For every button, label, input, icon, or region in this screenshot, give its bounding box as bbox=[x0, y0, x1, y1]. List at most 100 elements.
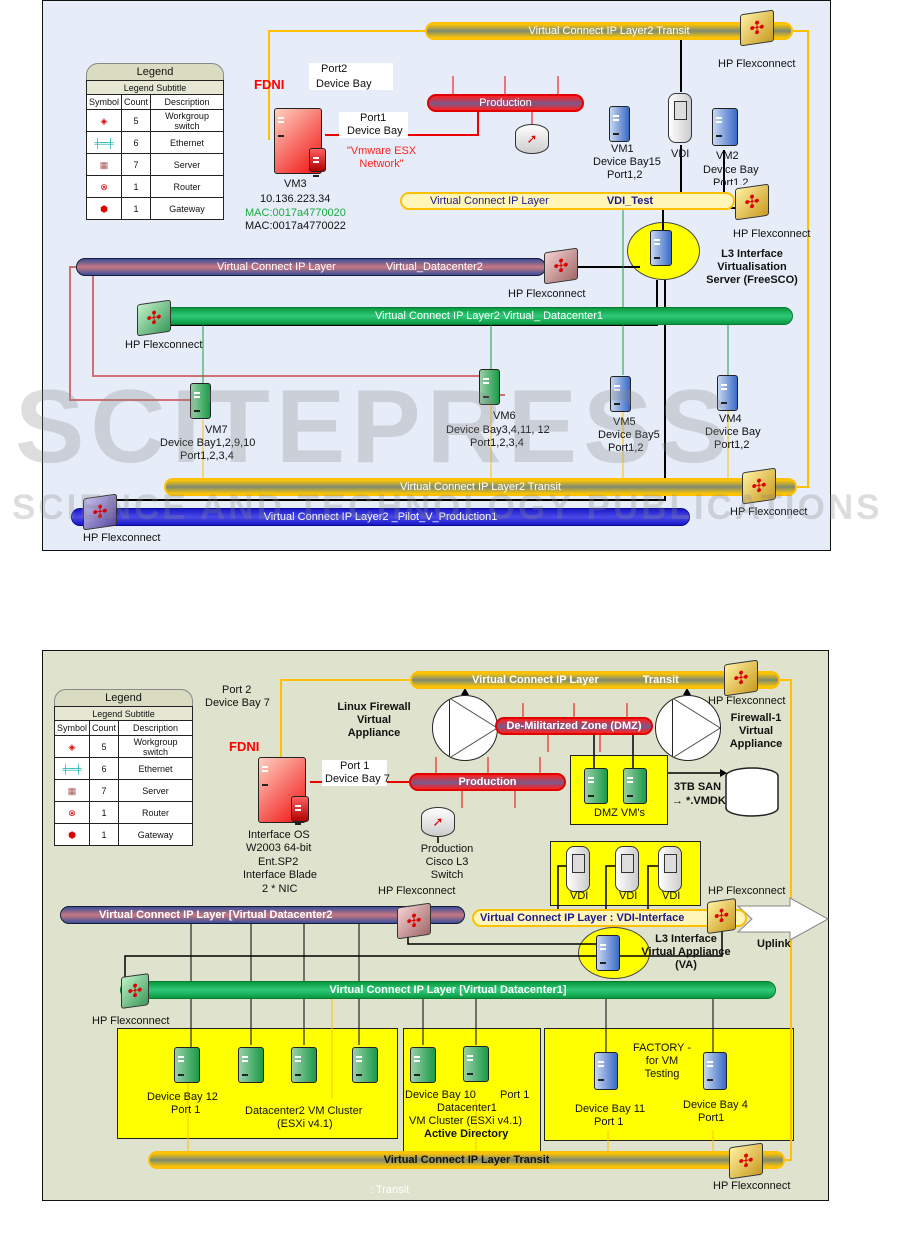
server-icon[interactable] bbox=[703, 1052, 727, 1090]
factory-label: FACTORY - for VM Testing bbox=[632, 1042, 692, 1080]
linux-firewall-icon[interactable] bbox=[432, 695, 498, 761]
vm4-name: VM4 bbox=[719, 413, 742, 425]
vm5-port: Port1,2 bbox=[608, 442, 644, 454]
flexconnect-switch-icon[interactable]: ✣ bbox=[735, 183, 769, 221]
vdi-label: VDI bbox=[662, 890, 681, 902]
flexconnect-switch-icon[interactable]: ✣ bbox=[121, 973, 149, 1009]
box1-bay: Device Bay 12 bbox=[147, 1091, 218, 1103]
box3-port11: Port 1 bbox=[594, 1116, 624, 1128]
flexconnect-switch-icon[interactable]: ✣ bbox=[137, 299, 171, 337]
server-icon[interactable] bbox=[291, 1047, 317, 1083]
device-bay-label: Device Bay bbox=[347, 125, 403, 137]
legend-col: Symbol bbox=[53, 720, 91, 736]
legend-count: 1 bbox=[89, 801, 120, 824]
legend-col: Description bbox=[118, 720, 193, 736]
flexconnect-switch-icon[interactable]: ✣ bbox=[724, 659, 758, 697]
vm7-server-icon[interactable] bbox=[190, 383, 211, 419]
pipe-pilot-production: Virtual Connect IP Layer2 _Pilot_V_Produ… bbox=[71, 508, 690, 526]
server-icon[interactable] bbox=[410, 1047, 436, 1083]
router-icon: ⊗ bbox=[53, 801, 91, 824]
flexconnect-label: HP Flexconnect bbox=[508, 288, 586, 300]
server-icon[interactable] bbox=[238, 1047, 264, 1083]
vm7-port: Port1,2,3,4 bbox=[180, 450, 234, 462]
box3-bay11: Device Bay 11 bbox=[575, 1103, 646, 1115]
interface-os-line: Interface OS bbox=[248, 829, 310, 841]
transit-label-a: Virtual Connect IP Layer bbox=[472, 674, 599, 686]
dmz-vm-server-icon[interactable] bbox=[623, 768, 647, 804]
vm4-server-icon[interactable] bbox=[717, 375, 738, 411]
vm1-name: VM1 bbox=[611, 143, 634, 155]
vmdk-label: → *.VMDK bbox=[672, 795, 726, 807]
dmz-vm-server-icon[interactable] bbox=[584, 768, 608, 804]
port1-label-box: Port 1 Device Bay 7 bbox=[322, 760, 390, 786]
vm3-mac1: MAC:0017a4770020 bbox=[245, 207, 346, 219]
vdi-pipe-label: Virtual Connect IP Layer bbox=[430, 195, 549, 207]
flexconnect-switch-icon[interactable]: ✣ bbox=[729, 1142, 763, 1180]
l3-server-icon[interactable] bbox=[650, 230, 672, 266]
firewall1-label: Firewall-1 Virtual Appliance bbox=[729, 712, 783, 750]
vm2-name: VM2 bbox=[716, 150, 739, 162]
pipe-transit-bottom: Virtual Connect IP Layer2 Transit bbox=[164, 478, 797, 496]
pipe-production: Production bbox=[409, 773, 566, 791]
vdi-device-icon[interactable] bbox=[615, 846, 639, 892]
flexconnect-switch-icon[interactable]: ✣ bbox=[742, 467, 776, 505]
legend-count: 1 bbox=[89, 823, 120, 846]
vdi-device-icon[interactable] bbox=[658, 846, 682, 892]
router-icon[interactable]: ➚ bbox=[515, 124, 549, 154]
legend-description: Workgroup switch bbox=[118, 735, 193, 758]
vdi-label: VDI bbox=[671, 148, 690, 160]
vdi-device-icon[interactable] bbox=[566, 846, 590, 892]
flexconnect-label: HP Flexconnect bbox=[125, 339, 203, 351]
server-icon[interactable] bbox=[594, 1052, 618, 1090]
pipe-vdi-test: Virtual Connect IP Layer VDI_Test bbox=[400, 192, 735, 210]
dc2-pipe-label-b: Virtual_Datacenter2 bbox=[385, 261, 483, 273]
legend-col: Count bbox=[121, 94, 152, 110]
factory-box bbox=[544, 1028, 794, 1141]
vdi-label: VDI bbox=[570, 890, 589, 902]
port1-label-box: Port1 Device Bay bbox=[339, 112, 408, 138]
vm6-bay: Device Bay3,4,11, 12 bbox=[446, 424, 550, 436]
flexconnect-label: HP Flexconnect bbox=[83, 532, 161, 544]
pipe-transit-top: Virtual Connect IP Layer Transit bbox=[410, 671, 780, 689]
esx-network-label: "Vmware ESX Network" bbox=[346, 145, 417, 170]
l3-server-icon[interactable] bbox=[596, 935, 620, 971]
vm6-server-icon[interactable] bbox=[479, 369, 500, 405]
flexconnect-switch-icon[interactable]: ✣ bbox=[83, 493, 117, 531]
pipe-transit-top: Virtual Connect IP Layer2 Transit bbox=[425, 22, 793, 40]
vdi-device-icon[interactable] bbox=[668, 93, 692, 143]
pipe-vdi-interface: Virtual Connect IP Layer : VDI-Interface bbox=[472, 909, 747, 927]
router-icon: ⊗ bbox=[85, 175, 123, 198]
flexconnect-switch-icon[interactable]: ✣ bbox=[544, 247, 578, 285]
legend-description: Ethernet bbox=[150, 131, 224, 154]
server-icon: ▦ bbox=[53, 779, 91, 802]
vm5-server-icon[interactable] bbox=[610, 376, 631, 412]
flexconnect-label: HP Flexconnect bbox=[708, 695, 786, 707]
fdni-label: FDNI bbox=[229, 739, 260, 754]
flexconnect-switch-icon[interactable]: ✣ bbox=[740, 9, 774, 47]
box2-dc: Datacenter1 bbox=[437, 1102, 497, 1114]
flexconnect-switch-icon[interactable]: ✣ bbox=[397, 902, 431, 940]
legend-count: 5 bbox=[89, 735, 120, 758]
pipe-datacenter1: Virtual Connect IP Layer2 Virtual_ Datac… bbox=[155, 307, 793, 325]
vm5-name: VM5 bbox=[613, 416, 636, 428]
vm1-port: Port1,2 bbox=[607, 169, 643, 181]
vm1-server-icon[interactable] bbox=[609, 106, 630, 142]
vm2-server-icon[interactable] bbox=[712, 108, 738, 146]
active-directory-server-icon[interactable] bbox=[463, 1046, 489, 1082]
box1-port: Port 1 bbox=[171, 1104, 201, 1116]
server-icon[interactable] bbox=[174, 1047, 200, 1083]
gateway-icon bbox=[291, 796, 309, 822]
router-icon[interactable]: ➚ bbox=[421, 807, 455, 837]
server-icon[interactable] bbox=[352, 1047, 378, 1083]
legend-count: 6 bbox=[89, 757, 120, 780]
legend-description: Gateway bbox=[150, 197, 224, 220]
legend-description: Gateway bbox=[118, 823, 193, 846]
flexconnect-switch-icon[interactable]: ✣ bbox=[707, 897, 736, 935]
transit-label-b: Transit bbox=[642, 674, 679, 686]
device-bay-label: Device Bay 7 bbox=[205, 697, 270, 709]
vm7-bay: Device Bay1,2,9,10 bbox=[160, 437, 256, 449]
